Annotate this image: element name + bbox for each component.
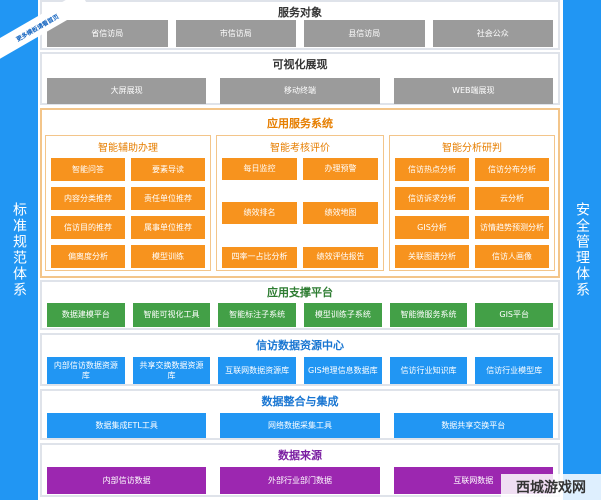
subsystem-title: 智能辅助办理: [98, 143, 158, 154]
component-box: 数据建模平台: [47, 303, 125, 327]
subsystem-title: 智能分析研判: [442, 143, 502, 154]
component-box: 市信访局: [175, 20, 296, 47]
function-box: 云分析: [475, 187, 549, 210]
component-box: 模型训练子系统: [304, 303, 382, 327]
section-title: 信访数据资源中心: [256, 339, 344, 352]
function-box: 访情趋势预测分析: [475, 216, 549, 239]
section-title: 可视化展现: [272, 58, 328, 71]
subsystem-panel: 智能分析研判信访热点分析信访分布分析信访诉求分析云分析 GIS分析访情趋势预测分析…: [389, 135, 555, 271]
component-box: 数据集成ETL工具: [47, 413, 207, 438]
function-box: 绩效排名: [222, 202, 297, 224]
component-box: 网络数据采集工具: [220, 413, 380, 438]
component-box: 内部信访数据: [47, 467, 207, 494]
function-box: 关联图谱分析: [395, 245, 469, 268]
component-box: 大屏展现: [47, 78, 207, 104]
section-3: 应用支撑平台数据建模平台智能可视化工具智能标注子系统模型训练子系统智能微服务系统…: [40, 280, 560, 330]
section-title: 数据来源: [278, 449, 322, 462]
function-box: 四率一占比分析: [222, 246, 297, 268]
component-box: GIS平台: [475, 303, 554, 327]
function-box: 每日监控: [222, 158, 297, 180]
component-box: 省信访局: [47, 20, 168, 47]
section-5: 数据整合与集成数据集成ETL工具网络数据采集工具数据共享交换平台: [40, 389, 560, 440]
function-box: 信访诉求分析: [395, 187, 469, 210]
function-box: 智能问答: [51, 158, 125, 181]
section-1: 可视化展现大屏展现移动终端 WEB端展现: [40, 52, 560, 105]
function-box: 模型训练: [131, 245, 205, 268]
component-box: 智能微服务系统: [389, 303, 468, 327]
section-2: 应用服务系统智能辅助办理智能问答要素导读内容分类推荐责任单位推荐信访目的推荐属事…: [40, 108, 560, 278]
section-0: 服务对象省信访局市信访局县信访局社会公众: [40, 0, 560, 50]
section-title: 服务对象: [278, 6, 322, 19]
component-box: 县信访局: [304, 20, 425, 47]
component-box: GIS地理信息数据库: [304, 357, 382, 384]
component-box: 外部行业部门数据: [220, 467, 380, 494]
function-box: 偏离度分析: [51, 245, 125, 268]
component-box: 智能可视化工具: [132, 303, 211, 327]
function-box: 责任单位推荐: [131, 187, 205, 210]
component-box: 数据共享交换平台: [393, 413, 553, 438]
function-box: GIS分析: [395, 216, 469, 239]
standards-system-bar: 标准规范体系: [0, 0, 38, 500]
section-4: 信访数据资源中心内部信访数据资源库共享交换数据资源库互联网数据资源库 GIS地理信…: [40, 333, 560, 386]
component-box: 智能标注子系统: [218, 303, 297, 327]
function-box: 要素导读: [131, 158, 205, 181]
function-box: 办理预警: [303, 158, 378, 180]
section-title: 应用支撑平台: [267, 286, 333, 299]
component-box: 内部信访数据资源库: [47, 357, 125, 384]
function-box: 内容分类推荐: [51, 187, 125, 210]
component-box: 互联网数据资源库: [218, 357, 297, 384]
right-bar-label: 安全管理体系: [574, 202, 590, 298]
left-bar-label: 标准规范体系: [11, 202, 27, 298]
section-title: 应用服务系统: [267, 117, 333, 130]
security-system-bar: 安全管理体系: [563, 0, 601, 500]
function-box: 绩效地图: [303, 202, 378, 224]
function-box: 信访热点分析: [395, 158, 469, 181]
function-box: 绩效评估报告: [303, 246, 378, 268]
watermark-logo: 西城游戏网: [501, 474, 601, 500]
component-box: 社会公众: [432, 20, 553, 47]
component-box: 共享交换数据资源库: [132, 357, 211, 384]
component-box: 信访行业知识库: [389, 357, 468, 384]
function-box: 信访人画像: [475, 245, 549, 268]
component-box: 移动终端: [220, 78, 380, 104]
subsystem-title: 智能考核评价: [270, 143, 330, 154]
function-box: 信访分布分析: [475, 158, 549, 181]
function-box: 属事单位推荐: [131, 216, 205, 239]
component-box: 信访行业模型库: [475, 357, 554, 384]
section-6: 数据来源内部信访数据外部行业部门数据互联网数据: [40, 443, 560, 497]
subsystem-panel: 智能考核评价每日监控办理预警绩效排名绩效地图四率一占比分析绩效评估报告: [216, 135, 384, 271]
subsystem-panel: 智能辅助办理智能问答要素导读内容分类推荐责任单位推荐信访目的推荐属事单位推荐偏离…: [45, 135, 211, 271]
component-box: WEB端展现: [393, 78, 553, 104]
function-box: 信访目的推荐: [51, 216, 125, 239]
section-title: 数据整合与集成: [261, 395, 339, 408]
